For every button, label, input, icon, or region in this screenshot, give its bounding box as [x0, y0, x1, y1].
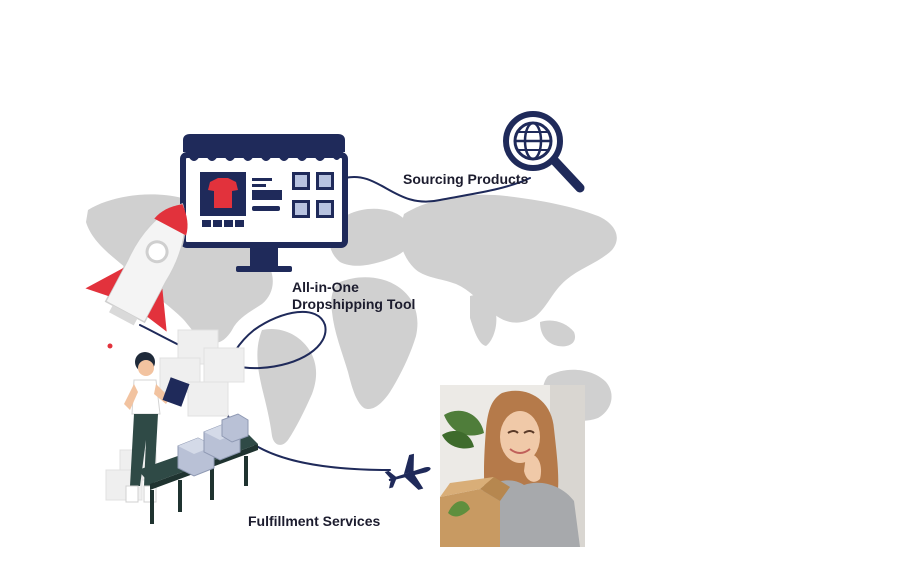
dropshipping-tool-label: All-in-One Dropshipping Tool [292, 279, 415, 313]
conveyor-belt-icon [138, 413, 258, 524]
map-se-asia [540, 320, 576, 347]
happy-customer-photo [440, 385, 585, 547]
map-africa [331, 277, 418, 410]
map-india [470, 294, 497, 346]
rocket-icon [85, 203, 188, 332]
dropshipping-tool-label-line1: All-in-One [292, 279, 359, 295]
dropshipping-tool-label-line2: Dropshipping Tool [292, 296, 416, 312]
airplane-icon [384, 453, 431, 490]
globe-magnifier-icon [503, 111, 585, 193]
tshirt-icon [208, 178, 238, 208]
fulfillment-services-label: Fulfillment Services [248, 513, 381, 529]
sourcing-products-label: Sourcing Products [403, 171, 529, 187]
map-south-america [257, 328, 317, 445]
map-asia [399, 194, 617, 323]
map-europe [329, 208, 413, 266]
route-store-to-sourcing [344, 175, 531, 203]
storefront-monitor-icon [180, 134, 348, 272]
